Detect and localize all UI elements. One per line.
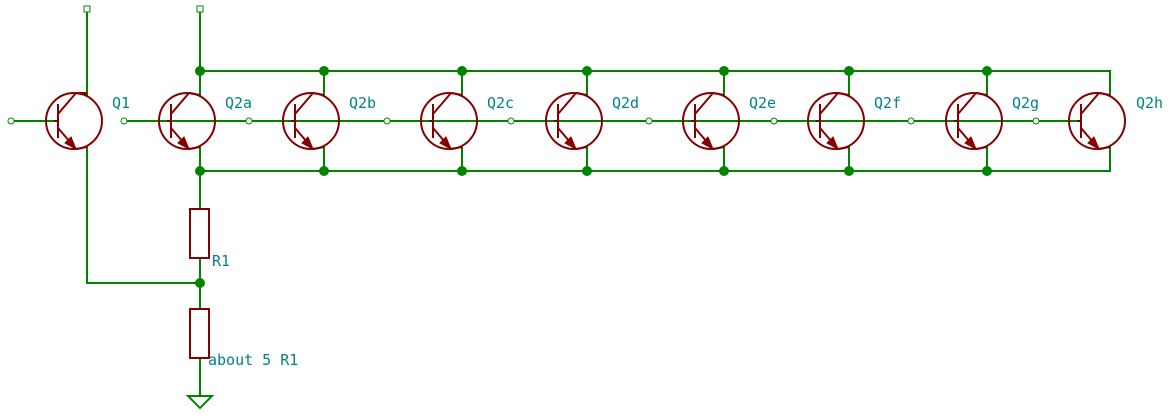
wires <box>13 9 1111 396</box>
label-q2b: Q2b <box>349 94 376 112</box>
label-r2: about 5 R1 <box>208 351 298 369</box>
labels: Q1 Q2a Q2b Q2c Q2d Q2e Q2f Q2g Q2h R1 ab… <box>112 94 1163 369</box>
label-q2a: Q2a <box>225 94 252 112</box>
resistor-r2 <box>189 308 210 359</box>
ground-symbol <box>185 395 215 410</box>
label-q2e: Q2e <box>749 94 776 112</box>
label-q2g: Q2g <box>1012 94 1039 112</box>
label-q2c: Q2c <box>487 94 514 112</box>
resistor-r1 <box>189 208 210 259</box>
transistor-q2h <box>1068 92 1126 150</box>
label-q1: Q1 <box>112 94 130 112</box>
label-q2h: Q2h <box>1136 94 1163 112</box>
transistor-leads <box>75 92 1111 150</box>
label-q2d: Q2d <box>612 94 639 112</box>
label-r1: R1 <box>212 252 230 270</box>
transistor-q1 <box>45 92 103 150</box>
terminals <box>7 5 1040 125</box>
junctions <box>195 66 992 288</box>
label-q2f: Q2f <box>874 94 901 112</box>
